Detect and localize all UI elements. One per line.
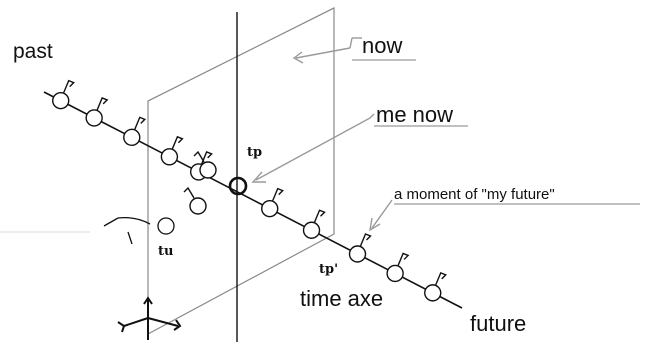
figure-marker bbox=[160, 135, 184, 166]
figure-marker bbox=[193, 150, 217, 179]
figure-marker bbox=[348, 233, 372, 263]
figure-marker bbox=[261, 187, 284, 218]
me-now-marker bbox=[228, 176, 248, 196]
figure-marker bbox=[424, 271, 447, 302]
label-past: past bbox=[13, 40, 53, 63]
label-moment: a moment of "my future" bbox=[394, 186, 555, 203]
figure-marker bbox=[183, 186, 207, 215]
figure-marker bbox=[302, 209, 326, 239]
figure-marker bbox=[386, 252, 410, 283]
figures-group bbox=[52, 79, 447, 302]
label-time-axe: time axe bbox=[300, 286, 384, 311]
label-future: future bbox=[470, 311, 527, 336]
leader-me-now bbox=[251, 113, 375, 183]
leader-now bbox=[292, 37, 362, 64]
figure-marker bbox=[52, 79, 75, 110]
label-tp-prime: tp' bbox=[319, 262, 339, 277]
label-tp: tp bbox=[247, 145, 263, 160]
figure-marker bbox=[123, 116, 147, 147]
label-tu: tu bbox=[158, 244, 174, 259]
leader-moment bbox=[369, 199, 393, 232]
plane-top-edge bbox=[147, 7, 335, 102]
stick-figure-icon bbox=[103, 216, 175, 245]
figure-marker bbox=[85, 97, 109, 127]
label-now: now bbox=[362, 33, 403, 58]
label-me-now: me now bbox=[376, 102, 454, 127]
axes-icon bbox=[117, 296, 182, 340]
